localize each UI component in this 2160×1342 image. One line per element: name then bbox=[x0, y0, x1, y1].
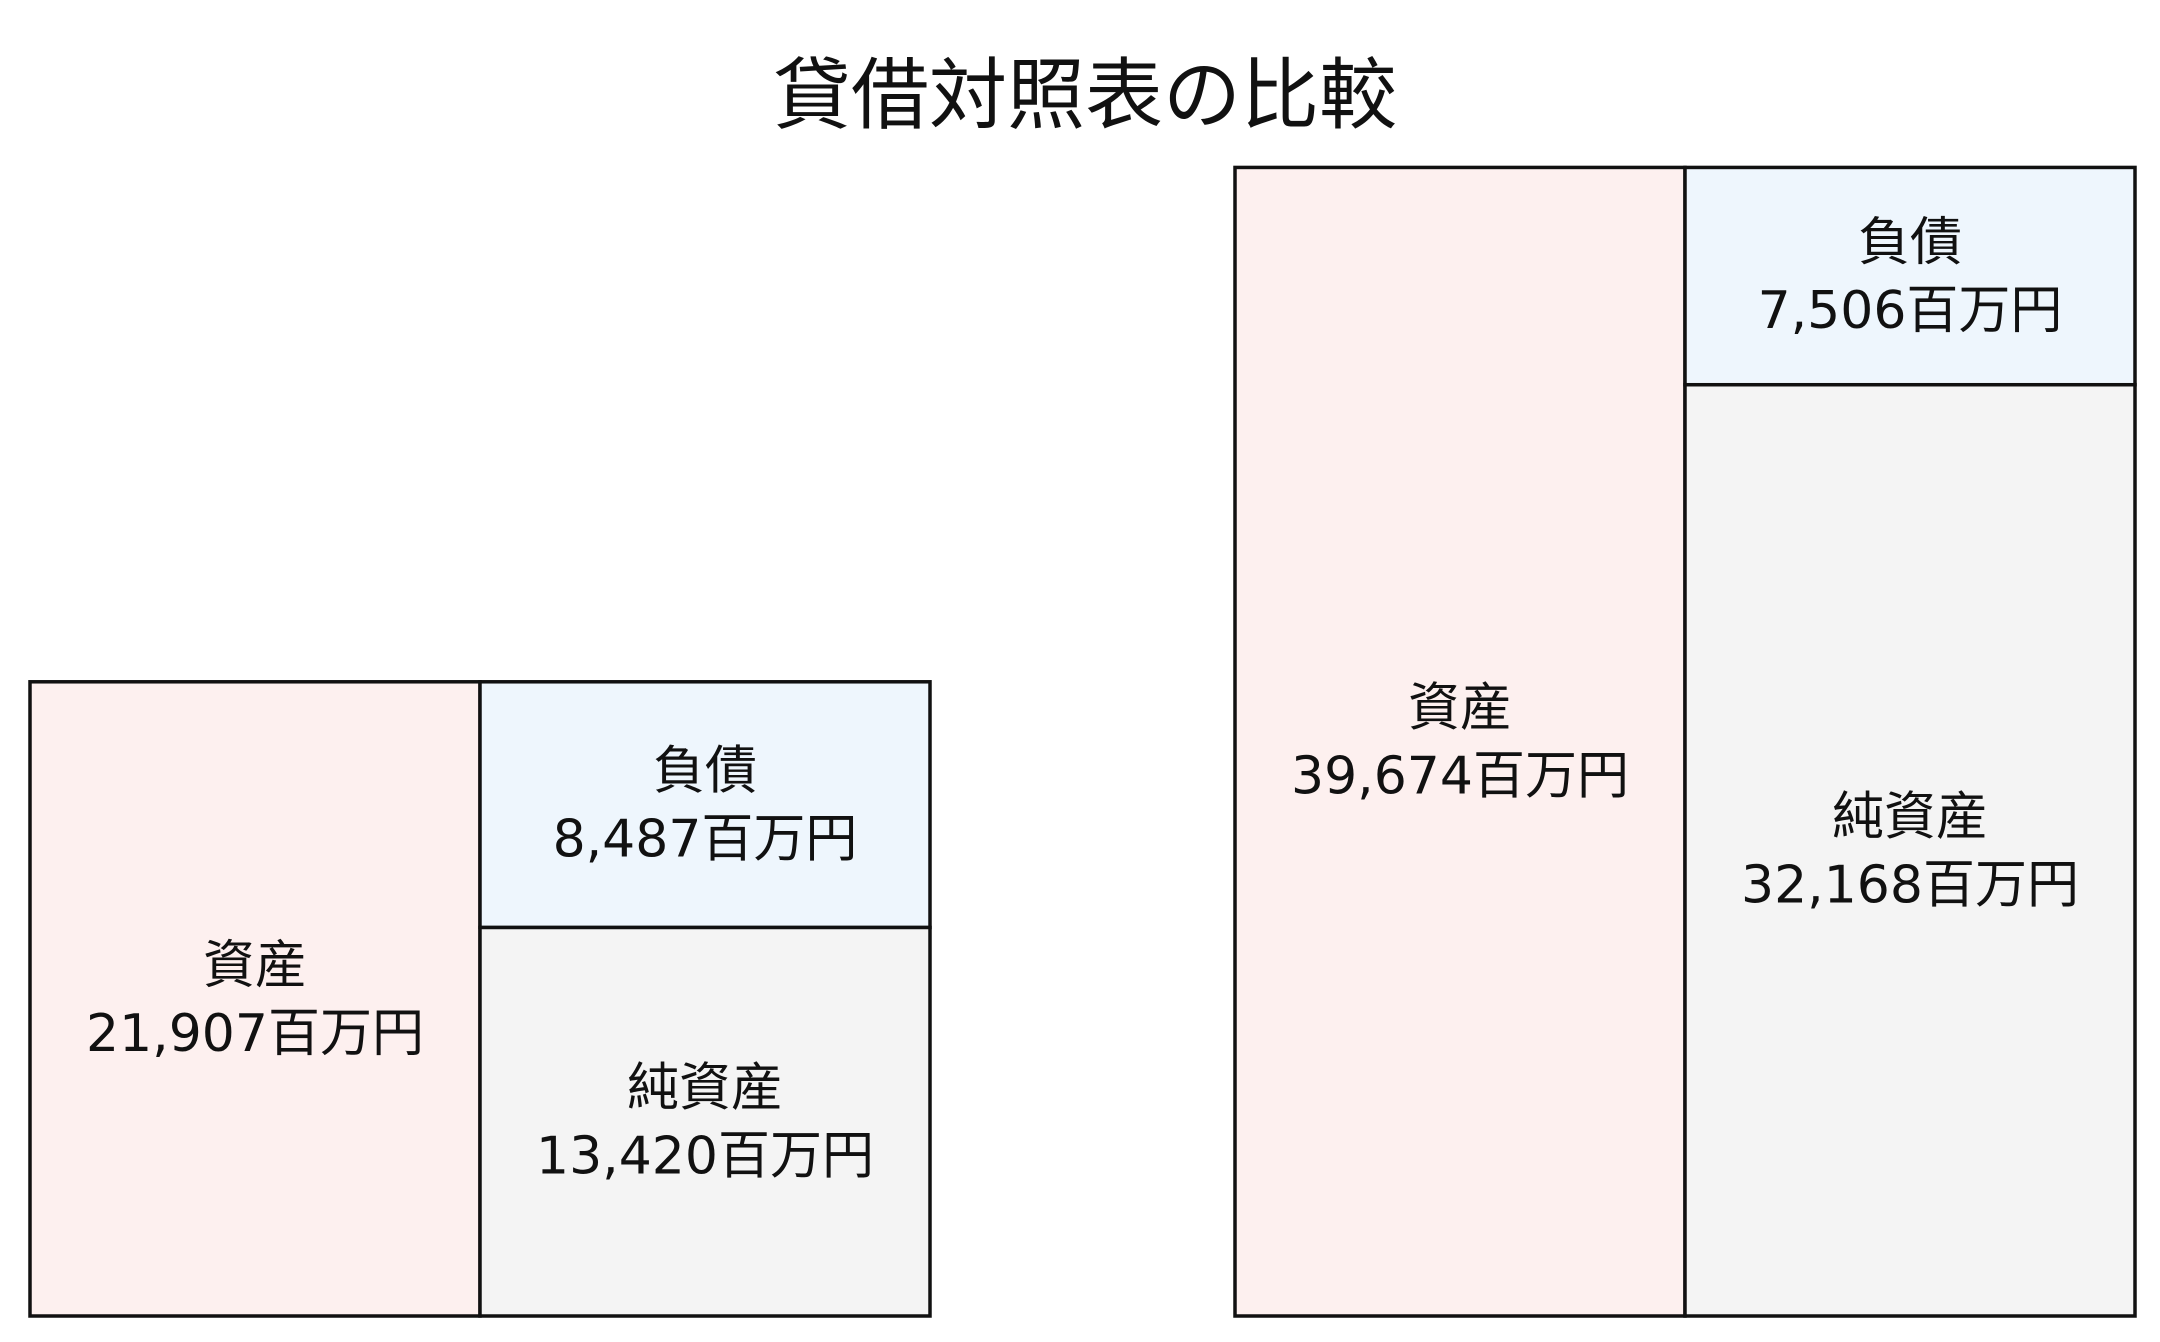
sheet-1-assets-label: 資産 bbox=[1408, 679, 1512, 739]
sheet-0-net-assets-value: 13,420百万円 bbox=[536, 1127, 874, 1187]
sheet-0-liabilities-box bbox=[478, 680, 932, 930]
sheet-1-net-assets-box bbox=[1683, 382, 2137, 1318]
chart-title: 貸借対照表の比較 bbox=[773, 51, 1397, 141]
sheet-1-liabilities-box bbox=[1683, 165, 2137, 387]
sheet-1-liabilities-label: 負債 bbox=[1858, 213, 1962, 273]
sheet-0-assets-box bbox=[28, 680, 482, 1318]
sheets-layer: 資産21,907百万円負債8,487百万円純資産13,420百万円資産39,67… bbox=[28, 165, 2137, 1318]
sheet-0-assets-value: 21,907百万円 bbox=[86, 1004, 424, 1064]
sheet-0-liabilities-value: 8,487百万円 bbox=[553, 810, 858, 870]
sheet-0-net-assets-label: 純資産 bbox=[627, 1059, 783, 1119]
sheet-1-assets-box bbox=[1233, 165, 1687, 1318]
sheet-0-assets-label: 資産 bbox=[203, 936, 307, 996]
sheet-1-liabilities-value: 7,506百万円 bbox=[1758, 281, 2063, 341]
sheet-1-net-assets-value: 32,168百万円 bbox=[1741, 855, 2079, 915]
sheet-0-net-assets-box bbox=[478, 925, 932, 1318]
sheet-0-liabilities-label: 負債 bbox=[653, 742, 757, 802]
sheet-1-net-assets-label: 純資産 bbox=[1832, 787, 1988, 847]
sheet-1-assets-value: 39,674百万円 bbox=[1291, 747, 1629, 807]
